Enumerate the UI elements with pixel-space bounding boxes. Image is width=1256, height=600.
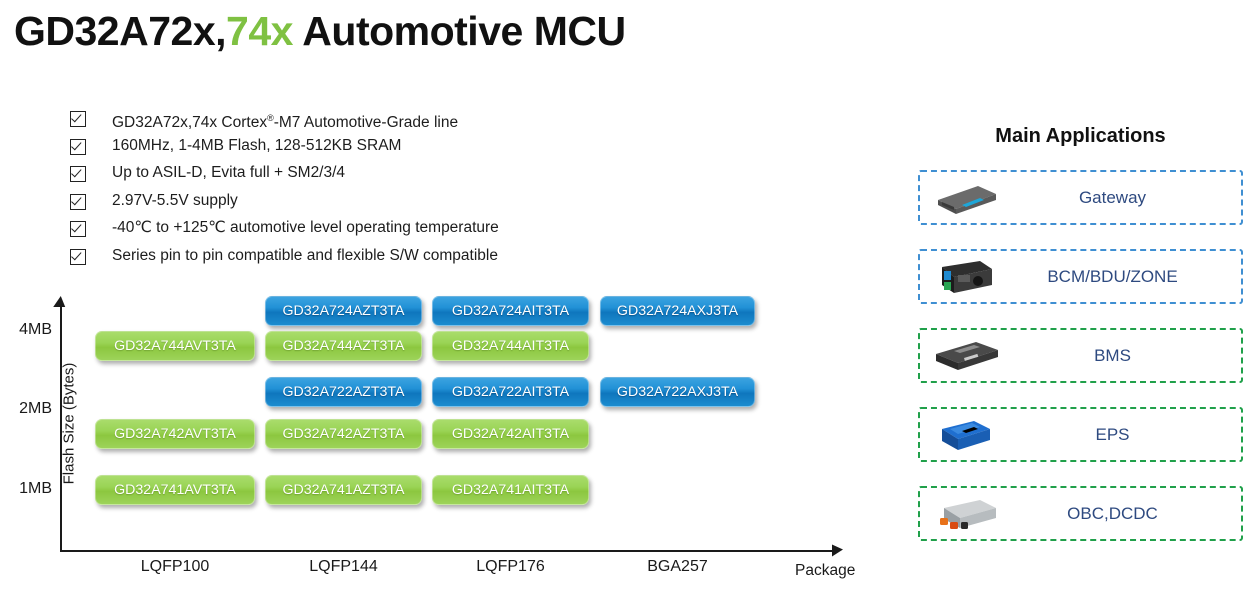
product-chip[interactable]: GD32A744AVT3TA bbox=[95, 331, 255, 361]
page-title: GD32A72x,74x Automotive MCU bbox=[14, 8, 626, 55]
feature-label: Up to ASIL-D, Evita full + SM2/3/4 bbox=[112, 164, 346, 181]
x-axis-tick-label: BGA257 bbox=[647, 558, 708, 575]
application-label: Gateway bbox=[1078, 187, 1147, 207]
feature-label: -40℃ to +125℃ automotive level operating… bbox=[112, 219, 499, 236]
product-chip[interactable]: GD32A724AIT3TA bbox=[432, 296, 589, 326]
checkbox-checked-icon bbox=[70, 193, 86, 210]
product-chip[interactable]: GD32A722AIT3TA bbox=[432, 377, 589, 407]
application-card[interactable]: Gateway bbox=[918, 170, 1243, 225]
application-card[interactable]: BMS bbox=[918, 328, 1243, 383]
application-card[interactable]: BCM/BDU/ZONE bbox=[918, 249, 1243, 304]
feature-list: GD32A72x,74x Cortex®-M7 Automotive-Grade… bbox=[70, 108, 499, 273]
x-axis-line bbox=[60, 550, 838, 552]
checkbox-checked-icon bbox=[70, 166, 86, 182]
y-axis-arrow-icon bbox=[53, 296, 67, 307]
checkbox-checked-icon bbox=[70, 111, 86, 127]
product-chip[interactable]: GD32A741AIT3TA bbox=[432, 475, 589, 505]
bcm-module-icon bbox=[928, 255, 1002, 299]
page-title-accent: 74x bbox=[226, 8, 293, 54]
feature-item: Up to ASIL-D, Evita full + SM2/3/4 bbox=[70, 163, 499, 191]
application-label: BCM/BDU/ZONE bbox=[1047, 266, 1178, 286]
product-chip[interactable]: GD32A724AZT3TA bbox=[265, 296, 422, 326]
y-axis-label: Flash Size (Bytes) bbox=[60, 362, 78, 485]
gateway-module-icon bbox=[928, 176, 1002, 220]
y-axis-tick-label: 2MB bbox=[19, 400, 52, 417]
product-chip[interactable]: GD32A722AZT3TA bbox=[265, 377, 422, 407]
application-label: OBC,DCDC bbox=[1067, 503, 1158, 523]
applications-title: Main Applications bbox=[995, 125, 1166, 147]
feature-item: 160MHz, 1-4MB Flash, 128-512KB SRAM bbox=[70, 136, 499, 164]
bms-module-icon bbox=[928, 334, 1002, 378]
product-chip[interactable]: GD32A744AIT3TA bbox=[432, 331, 589, 361]
product-chip[interactable]: GD32A744AZT3TA bbox=[265, 331, 422, 361]
y-axis-tick-label: 4MB bbox=[19, 321, 52, 338]
feature-label: Series pin to pin compatible and flexibl… bbox=[112, 246, 498, 264]
eps-module-icon bbox=[928, 413, 1002, 457]
checkbox-checked-icon bbox=[70, 221, 86, 237]
feature-label: 160MHz, 1-4MB Flash, 128-512KB SRAM bbox=[112, 136, 402, 154]
y-axis-line bbox=[60, 303, 62, 551]
feature-item: 2.97V-5.5V supply bbox=[70, 191, 499, 219]
page-title-part3: Automotive MCU bbox=[292, 8, 626, 54]
obc-dcdc-module-icon bbox=[928, 492, 1002, 536]
feature-item: Series pin to pin compatible and flexibl… bbox=[70, 246, 499, 274]
x-axis-tick-label: LQFP100 bbox=[140, 558, 210, 575]
x-axis-tick-label: LQFP144 bbox=[309, 558, 378, 575]
page-title-part1: GD32A72x, bbox=[14, 8, 227, 54]
application-card[interactable]: OBC,DCDC bbox=[918, 486, 1243, 541]
application-label: EPS bbox=[1095, 424, 1130, 444]
checkbox-checked-icon bbox=[70, 138, 86, 155]
feature-label: 2.97V-5.5V supply bbox=[112, 191, 238, 209]
y-axis-tick-label: 1MB bbox=[19, 480, 52, 497]
application-card[interactable]: EPS bbox=[918, 407, 1243, 462]
feature-item: -40℃ to +125℃ automotive level operating… bbox=[70, 218, 499, 246]
x-axis-label: Package bbox=[795, 562, 856, 579]
checkbox-checked-icon bbox=[70, 248, 86, 265]
product-chip[interactable]: GD32A724AXJ3TA bbox=[600, 296, 755, 326]
product-chip[interactable]: GD32A742AVT3TA bbox=[95, 419, 255, 449]
product-chip[interactable]: GD32A722AXJ3TA bbox=[600, 377, 755, 407]
application-label: BMS bbox=[1094, 345, 1131, 365]
product-chip[interactable]: GD32A741AZT3TA bbox=[265, 475, 422, 505]
feature-label: GD32A72x,74x Cortex®-M7 Automotive-Grade… bbox=[112, 113, 459, 132]
product-matrix-chart: Flash Size (Bytes) Package 4MB 2MB 1MB LQF… bbox=[19, 296, 856, 579]
x-axis-tick-label: LQFP176 bbox=[476, 558, 545, 575]
product-chip[interactable]: GD32A741AVT3TA bbox=[95, 475, 255, 505]
product-chip[interactable]: GD32A742AIT3TA bbox=[432, 419, 589, 449]
feature-item: GD32A72x,74x Cortex®-M7 Automotive-Grade… bbox=[70, 108, 499, 136]
product-chip[interactable]: GD32A742AZT3TA bbox=[265, 419, 422, 449]
x-axis-arrow-icon bbox=[832, 543, 843, 557]
